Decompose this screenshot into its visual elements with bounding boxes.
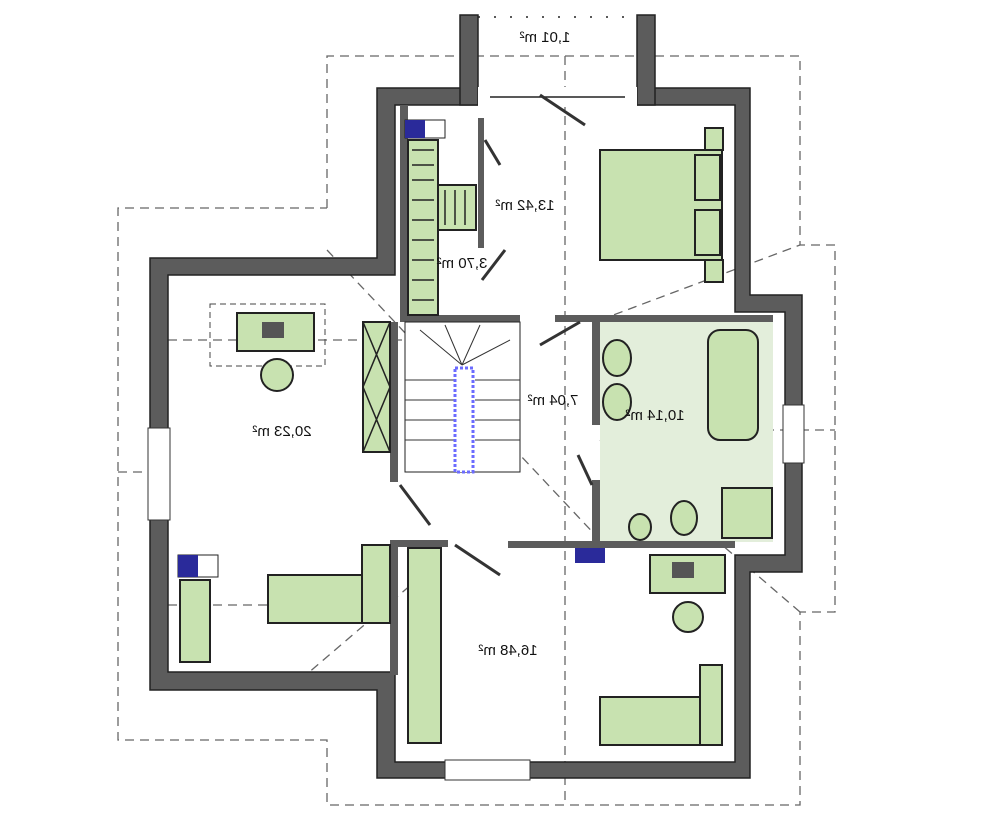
bed-bottom <box>599 664 723 746</box>
appliance-hall <box>575 548 605 563</box>
cabinet-left <box>362 321 391 453</box>
doors <box>398 139 594 577</box>
area-label-living: 20,23 m² <box>252 423 311 440</box>
area-label-bedroom-top: 13,42 m² <box>495 197 554 214</box>
interior-walls <box>390 105 773 675</box>
bed-top <box>599 127 724 283</box>
window-left <box>147 427 171 521</box>
desk-left <box>209 303 326 392</box>
area-label-bedroom-bottom: 16,48 m² <box>478 642 537 659</box>
wardrobe-left <box>179 579 211 663</box>
stairs <box>404 321 521 474</box>
area-label-bathroom: 10,14 m² <box>625 407 684 424</box>
area-label-hall: 7,04 m² <box>528 392 579 409</box>
exterior-walls <box>149 87 803 779</box>
wardrobe-closet <box>407 139 477 316</box>
window-bottom <box>444 759 531 781</box>
appliance-left-dark <box>178 555 198 577</box>
wardrobe-bottom <box>407 547 442 744</box>
desk-bottom <box>649 554 726 633</box>
balcony-wall-left <box>459 14 479 106</box>
area-label-balcony: 1,01 m² <box>520 29 571 46</box>
balcony-wall-right <box>636 14 656 106</box>
bathroom-fixtures <box>602 329 773 541</box>
appliance-top-dark <box>405 120 425 138</box>
window-right <box>782 404 805 464</box>
area-label-closet: 3,70 m² <box>437 255 488 272</box>
bed-left <box>267 544 391 624</box>
